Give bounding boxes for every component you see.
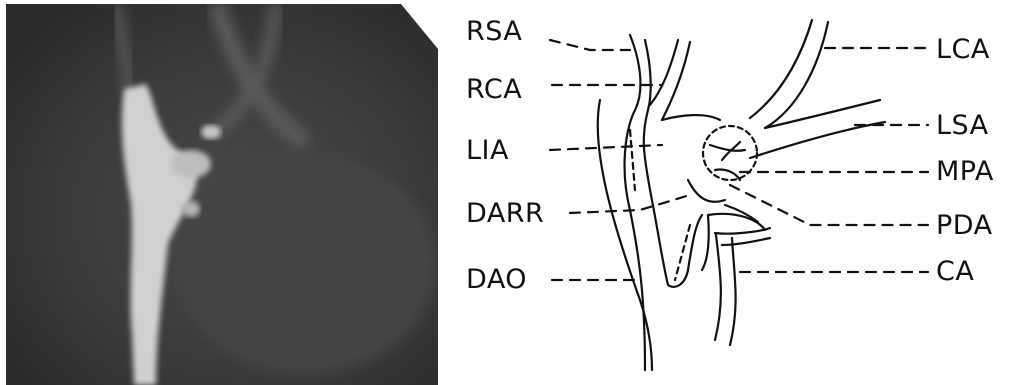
label-lsa: LSA (936, 112, 989, 139)
vessel-diagram: RSA RCA LIA DARR DAO LCA LSA MPA PDA CA (440, 0, 1024, 385)
label-lca: LCA (936, 36, 990, 63)
label-ca: CA (936, 258, 974, 285)
label-rsa: RSA (466, 18, 522, 45)
vessel-outlines (598, 20, 885, 370)
label-dao: DAO (466, 266, 527, 293)
label-lia: LIA (466, 137, 509, 164)
label-rca: RCA (466, 76, 522, 103)
angiogram-image (6, 4, 438, 385)
label-mpa: MPA (936, 158, 994, 185)
label-pda: PDA (936, 212, 993, 239)
label-darr: DARR (466, 200, 544, 227)
